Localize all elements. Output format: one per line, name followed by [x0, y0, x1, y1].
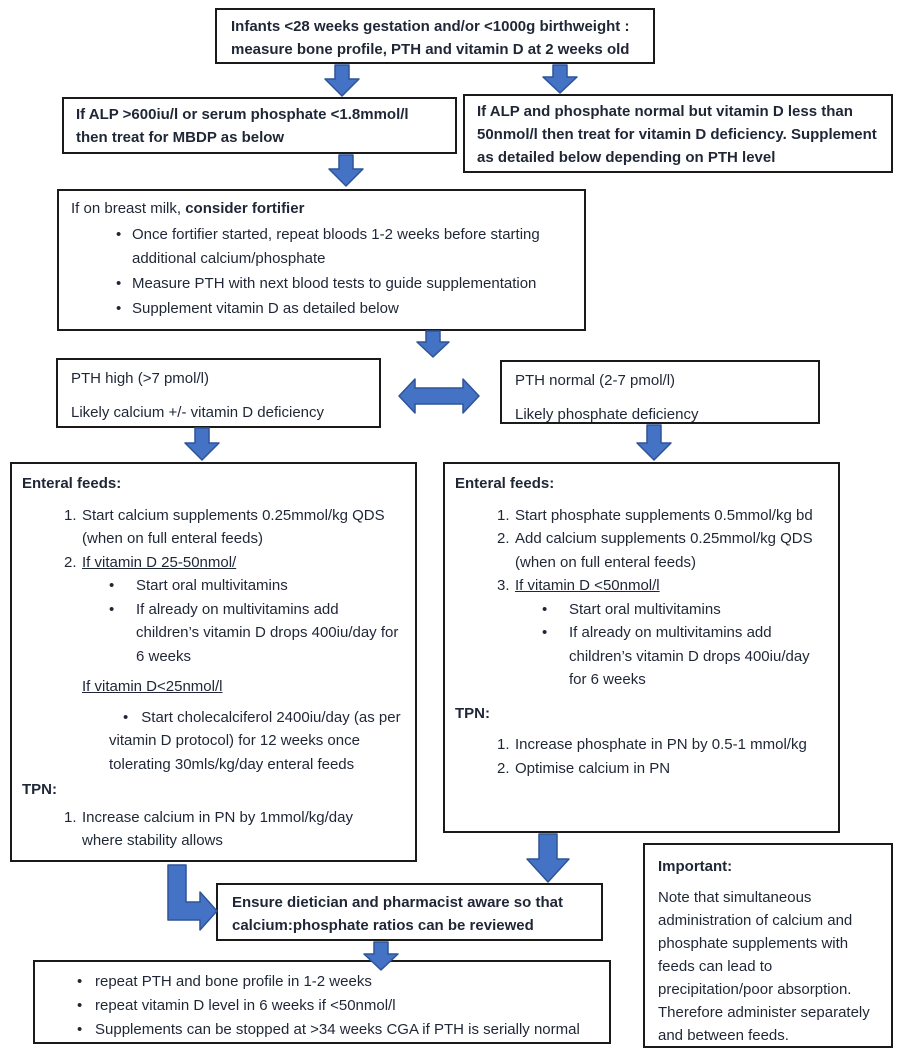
bullet-icon: •: [542, 600, 548, 618]
list-item: • Start oral multivitamins: [515, 598, 826, 622]
dietician-line2: calcium:phosphate ratios can be reviewed: [232, 917, 534, 934]
fortifier-header: If on breast milk, consider fortifier: [71, 197, 572, 221]
list-number: 1.: [497, 736, 510, 753]
list-number: 2.: [497, 530, 510, 547]
alp-normal-line3: as detailed below depending on PTH level: [477, 149, 776, 166]
list-number: 1.: [497, 506, 510, 524]
fortifier-header-bold: consider fortifier: [185, 200, 305, 217]
section-header: TPN:: [455, 704, 490, 722]
fortifier-header-prefix: If on breast milk,: [71, 200, 186, 217]
bullet-icon: •: [77, 997, 83, 1014]
list-item: • Measure PTH with next blood tests to g…: [71, 272, 572, 296]
bullet-icon: •: [77, 1021, 83, 1038]
calcium-pathway-box: Enteral feeds: 1. Start calcium suppleme…: [10, 462, 417, 862]
list-item: 1. Start calcium supplements 0.25mmol/kg…: [22, 504, 403, 551]
down-arrow-icon: [526, 833, 570, 883]
alp-high-box: If ALP >600iu/l or serum phosphate <1.8m…: [62, 97, 457, 154]
important-body: Note that simultaneous administration of…: [658, 889, 870, 1044]
followup-box: • repeat PTH and bone profile in 1-2 wee…: [33, 960, 611, 1044]
pth-high-line1: PTH high (>7 pmol/l): [71, 370, 209, 387]
underlined-condition: If vitamin D<25nmol/l: [82, 678, 223, 695]
list-item: • Start oral multivitamins: [82, 574, 403, 598]
down-arrow-icon: [184, 427, 220, 461]
list-item: 1. Increase phosphate in PN by 0.5-1 mmo…: [455, 733, 826, 757]
list-item: 2. If vitamin D 25-50nmol/ • Start oral …: [22, 551, 403, 669]
bullet-icon: •: [116, 275, 122, 292]
list-number: 3.: [497, 577, 510, 594]
list-number: 1.: [64, 506, 77, 524]
down-arrow-icon: [542, 64, 578, 94]
alp-normal-line1: If ALP and phosphate normal but vitamin …: [477, 103, 853, 120]
pth-normal-box: PTH normal (2-7 pmol/l) Likely phosphate…: [500, 360, 820, 424]
list-item: • Once fortifier started, repeat bloods …: [71, 223, 572, 271]
double-arrow-icon: [398, 378, 480, 414]
bullet-icon: •: [109, 600, 115, 618]
bullet-icon: •: [116, 226, 122, 243]
list-item: • repeat PTH and bone profile in 1-2 wee…: [45, 970, 599, 994]
title-box: Infants <28 weeks gestation and/or <1000…: [215, 8, 655, 64]
down-arrow-icon: [636, 424, 672, 461]
bullet-icon: •: [116, 300, 122, 317]
underlined-condition: If vitamin D <50nmol/l: [515, 577, 660, 594]
fortifier-box: If on breast milk, consider fortifier • …: [57, 189, 586, 331]
important-header: Important:: [658, 858, 733, 875]
section-header: Enteral feeds:: [22, 475, 122, 492]
list-item: • If already on multivitamins add childr…: [515, 621, 826, 692]
section-header: Enteral feeds:: [455, 475, 555, 492]
list-item: 1. Increase calcium in PN by 1mmol/kg/da…: [22, 806, 403, 853]
alp-normal-box: If ALP and phosphate normal but vitamin …: [463, 94, 893, 173]
section-header: TPN:: [22, 781, 57, 798]
alp-normal-line2: 50nmol/l then treat for vitamin D defici…: [477, 126, 877, 143]
important-box: Important: Note that simultaneous admini…: [643, 843, 893, 1048]
title-line1: Infants <28 weeks gestation and/or <1000…: [231, 18, 630, 35]
pth-high-line2: Likely calcium +/- vitamin D deficiency: [71, 404, 325, 421]
down-arrow-icon: [328, 154, 364, 187]
list-item: 2. Add calcium supplements 0.25mmol/kg Q…: [455, 527, 826, 574]
down-arrow-icon: [324, 64, 360, 97]
bullet-icon: •: [123, 708, 129, 726]
list-item: • Supplement vitamin D as detailed below: [71, 297, 572, 321]
pth-normal-line2: Likely phosphate deficiency: [515, 406, 699, 423]
list-item: • repeat vitamin D level in 6 weeks if <…: [45, 994, 599, 1018]
list-number: 2.: [64, 553, 77, 571]
alp-high-line2: then treat for MBDP as below: [76, 129, 285, 146]
list-item: 2. Optimise calcium in PN: [455, 757, 826, 781]
bullet-icon: •: [77, 973, 83, 990]
list-item: 1. Start phosphate supplements 0.5mmol/k…: [455, 504, 826, 528]
pth-high-box: PTH high (>7 pmol/l) Likely calcium +/- …: [56, 358, 381, 428]
title-line2: measure bone profile, PTH and vitamin D …: [231, 41, 630, 58]
dietician-box: Ensure dietician and pharmacist aware so…: [216, 883, 603, 941]
list-number: 1.: [64, 808, 77, 826]
down-arrow-icon: [363, 941, 399, 971]
elbow-arrow-icon: [167, 864, 218, 931]
alp-high-line1: If ALP >600iu/l or serum phosphate <1.8m…: [76, 106, 409, 123]
pth-normal-line1: PTH normal (2-7 pmol/l): [515, 372, 676, 389]
list-item: •Start cholecalciferol 2400iu/day (as pe…: [109, 708, 401, 773]
list-item: • If already on multivitamins add childr…: [82, 598, 403, 669]
list-item: 3. If vitamin D <50nmol/l • Start oral m…: [455, 574, 826, 692]
down-arrow-icon: [416, 330, 450, 358]
list-item: • Supplements can be stopped at >34 week…: [45, 1018, 599, 1042]
underlined-condition: If vitamin D 25-50nmol/: [82, 553, 237, 571]
bullet-icon: •: [109, 577, 115, 594]
phosphate-pathway-box: Enteral feeds: 1. Start phosphate supple…: [443, 462, 840, 833]
dietician-line1: Ensure dietician and pharmacist aware so…: [232, 894, 563, 911]
bullet-icon: •: [542, 624, 548, 641]
list-number: 2.: [497, 759, 510, 777]
